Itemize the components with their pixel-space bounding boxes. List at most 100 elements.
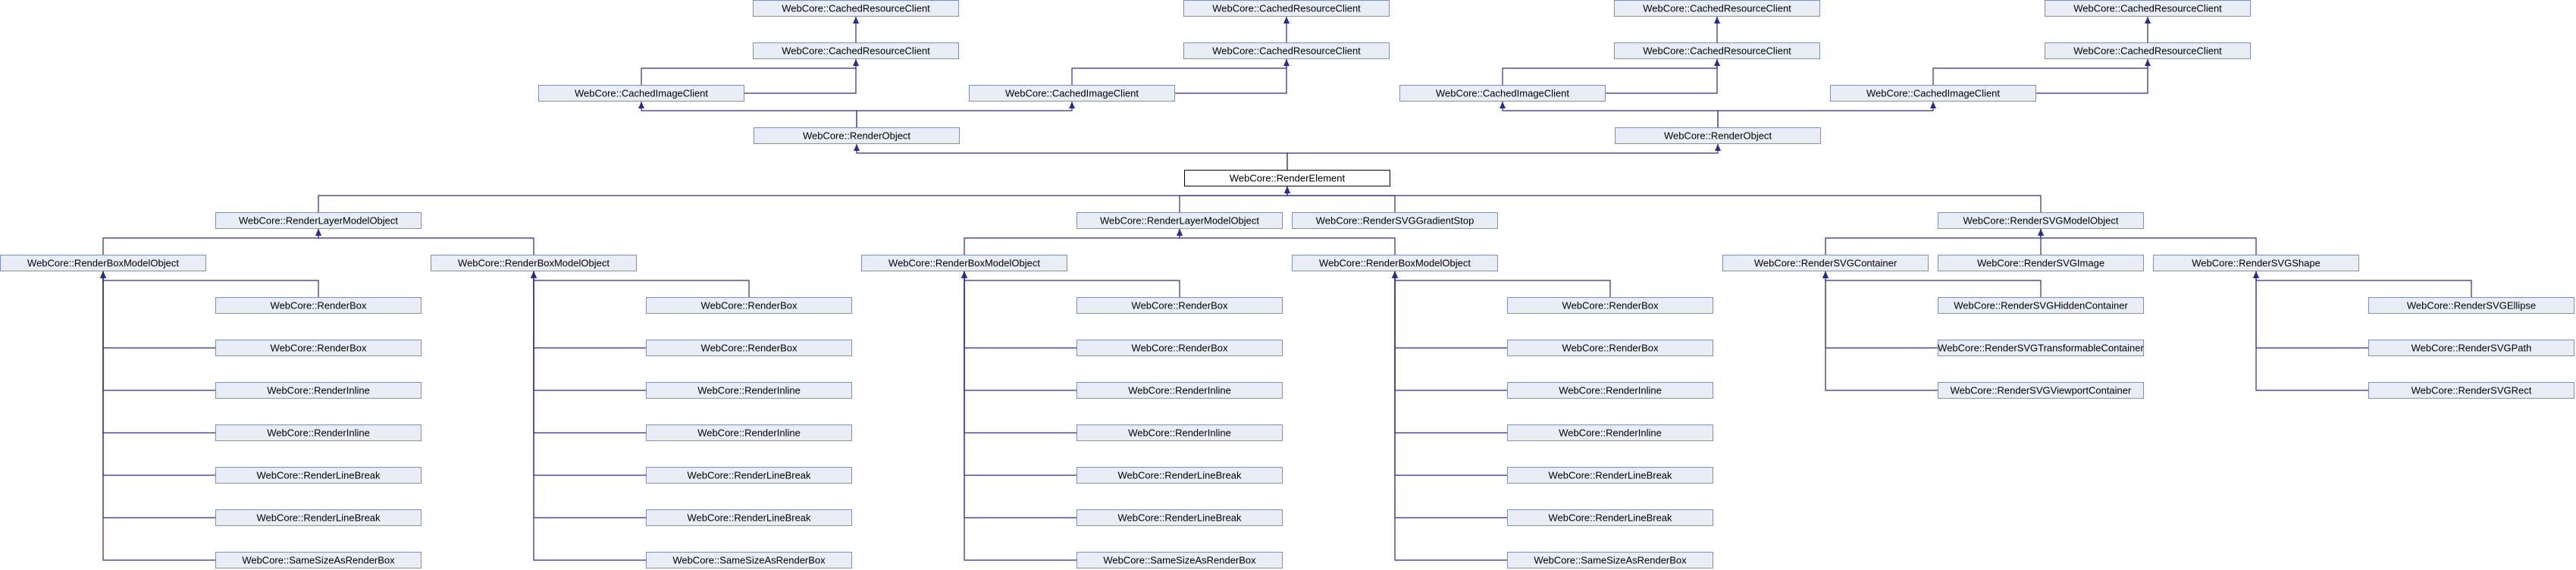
class-node-svgm[interactable]: WebCore::RenderSVGModelObject <box>1938 212 2144 229</box>
class-node-rlm1[interactable]: WebCore::RenderLayerModelObject <box>215 212 421 229</box>
class-node-box <box>1292 255 1498 271</box>
class-node-b3_7[interactable]: WebCore::SameSizeAsRenderBox <box>1076 552 1283 568</box>
inheritance-edge-bm3-to-rlm2 <box>964 229 1183 255</box>
class-node-b2_3[interactable]: WebCore::RenderInline <box>646 382 852 399</box>
inheritance-edge-ci2-to-c4 <box>1071 59 1290 85</box>
inheritance-edge-ro2-to-ci3 <box>1500 102 1719 127</box>
class-node-b4_2[interactable]: WebCore::RenderBox <box>1507 340 1713 356</box>
class-node-svgs[interactable]: WebCore::RenderSVGShape <box>2153 255 2359 271</box>
class-node-box <box>646 424 852 441</box>
class-node-b4_6[interactable]: WebCore::RenderLineBreak <box>1507 509 1713 526</box>
class-node-hc[interactable]: WebCore::RenderSVGHiddenContainer <box>1938 297 2144 314</box>
class-node-label: WebCore::CachedImageClient <box>1005 88 1139 99</box>
class-node-c6[interactable]: WebCore::CachedResourceClient <box>1614 42 1820 59</box>
class-node-c5[interactable]: WebCore::CachedResourceClient <box>1614 0 1820 17</box>
inheritance-edge-svgs-to-svgm <box>2038 229 2257 255</box>
class-node-b3_2[interactable]: WebCore::RenderBox <box>1076 340 1283 356</box>
class-node-b1_2[interactable]: WebCore::RenderBox <box>215 340 421 356</box>
class-node-box <box>1184 170 1390 186</box>
class-node-label: WebCore::CachedResourceClient <box>2073 45 2222 57</box>
class-node-box <box>1507 297 1713 314</box>
inheritance-edge-b2_3-to-bm2 <box>531 271 646 391</box>
class-node-label: WebCore::RenderSVGModelObject <box>1963 215 2119 227</box>
class-node-ci3[interactable]: WebCore::CachedImageClient <box>1399 85 1606 102</box>
class-node-b2_6[interactable]: WebCore::RenderLineBreak <box>646 509 852 526</box>
inheritance-edge-b1_7-to-bm1 <box>100 271 215 561</box>
class-node-b2_4[interactable]: WebCore::RenderInline <box>646 424 852 441</box>
class-node-b3_5[interactable]: WebCore::RenderLineBreak <box>1076 467 1283 484</box>
class-node-b3_1[interactable]: WebCore::RenderBox <box>1076 297 1283 314</box>
class-node-b2_1[interactable]: WebCore::RenderBox <box>646 297 852 314</box>
class-node-box <box>215 552 421 568</box>
inheritance-edge-b2_4-to-bm2 <box>531 271 646 434</box>
class-node-el[interactable]: WebCore::RenderSVGEllipse <box>2368 297 2574 314</box>
class-node-bm1[interactable]: WebCore::RenderBoxModelObject <box>0 255 206 271</box>
class-node-svgi[interactable]: WebCore::RenderSVGImage <box>1938 255 2144 271</box>
class-node-box <box>646 467 852 484</box>
class-node-bm4[interactable]: WebCore::RenderBoxModelObject <box>1292 255 1498 271</box>
class-node-box <box>1614 42 1820 59</box>
class-node-b2_2[interactable]: WebCore::RenderBox <box>646 340 852 356</box>
class-node-b1_1[interactable]: WebCore::RenderBox <box>215 297 421 314</box>
class-node-ci1[interactable]: WebCore::CachedImageClient <box>538 85 744 102</box>
class-node-label: WebCore::RenderInline <box>1128 428 1231 439</box>
class-node-gs[interactable]: WebCore::RenderSVGGradientStop <box>1292 212 1498 229</box>
class-node-b3_3[interactable]: WebCore::RenderInline <box>1076 382 1283 399</box>
class-node-re[interactable]: WebCore::RenderElement <box>1184 170 1390 186</box>
class-node-label: WebCore::CachedResourceClient <box>1212 45 1361 57</box>
class-node-label: WebCore::RenderInline <box>267 428 370 439</box>
class-node-label: WebCore::RenderLineBreak <box>256 470 381 481</box>
class-node-box <box>1830 85 2036 102</box>
class-node-ci4[interactable]: WebCore::CachedImageClient <box>1830 85 2036 102</box>
class-node-label: WebCore::RenderBox <box>701 343 798 354</box>
inheritance-edge-b4_4-to-bm4 <box>1392 271 1507 434</box>
class-node-b1_3[interactable]: WebCore::RenderInline <box>215 382 421 399</box>
class-node-box <box>1938 340 2144 356</box>
class-node-box <box>2045 42 2251 59</box>
class-node-box <box>1507 382 1713 399</box>
class-node-c4[interactable]: WebCore::CachedResourceClient <box>1183 42 1390 59</box>
class-node-c2[interactable]: WebCore::CachedResourceClient <box>753 42 959 59</box>
class-node-b4_1[interactable]: WebCore::RenderBox <box>1507 297 1713 314</box>
class-node-b1_4[interactable]: WebCore::RenderInline <box>215 424 421 441</box>
class-node-b4_7[interactable]: WebCore::SameSizeAsRenderBox <box>1507 552 1713 568</box>
class-node-label: WebCore::CachedResourceClient <box>1212 3 1361 14</box>
class-node-b2_7[interactable]: WebCore::SameSizeAsRenderBox <box>646 552 852 568</box>
class-node-b3_6[interactable]: WebCore::RenderLineBreak <box>1076 509 1283 526</box>
class-node-vc[interactable]: WebCore::RenderSVGViewportContainer <box>1938 382 2144 399</box>
class-node-box <box>646 382 852 399</box>
class-node-b4_5[interactable]: WebCore::RenderLineBreak <box>1507 467 1713 484</box>
class-node-bm2[interactable]: WebCore::RenderBoxModelObject <box>431 255 637 271</box>
class-node-svgc[interactable]: WebCore::RenderSVGContainer <box>1722 255 1929 271</box>
class-node-box <box>1076 212 1283 229</box>
class-node-b2_5[interactable]: WebCore::RenderLineBreak <box>646 467 852 484</box>
class-node-tc[interactable]: WebCore::RenderSVGTransformableContainer <box>1938 340 2145 356</box>
class-node-box <box>1076 340 1283 356</box>
class-node-pa[interactable]: WebCore::RenderSVGPath <box>2368 340 2574 356</box>
class-node-label: WebCore::RenderBox <box>1562 300 1659 312</box>
class-node-c3[interactable]: WebCore::CachedResourceClient <box>1183 0 1390 17</box>
class-node-b1_6[interactable]: WebCore::RenderLineBreak <box>215 509 421 526</box>
class-node-ro1[interactable]: WebCore::RenderObject <box>754 127 960 144</box>
class-node-box <box>0 255 206 271</box>
inheritance-edge-b3_1-to-bm3 <box>961 271 1180 297</box>
class-node-bm3[interactable]: WebCore::RenderBoxModelObject <box>861 255 1067 271</box>
class-node-box <box>1507 509 1713 526</box>
class-node-c1[interactable]: WebCore::CachedResourceClient <box>753 0 959 17</box>
class-node-b1_7[interactable]: WebCore::SameSizeAsRenderBox <box>215 552 421 568</box>
class-node-ci2[interactable]: WebCore::CachedImageClient <box>969 85 1175 102</box>
inheritance-edge-b1_5-to-bm1 <box>100 271 215 476</box>
class-node-rlm2[interactable]: WebCore::RenderLayerModelObject <box>1076 212 1283 229</box>
inheritance-edge-b4_7-to-bm4 <box>1392 271 1507 561</box>
class-node-label: WebCore::RenderLineBreak <box>1548 470 1672 481</box>
class-node-b4_4[interactable]: WebCore::RenderInline <box>1507 424 1713 441</box>
class-node-rc[interactable]: WebCore::RenderSVGRect <box>2368 382 2574 399</box>
class-node-ro2[interactable]: WebCore::RenderObject <box>1615 127 1821 144</box>
class-node-b3_4[interactable]: WebCore::RenderInline <box>1076 424 1283 441</box>
class-node-c7[interactable]: WebCore::CachedResourceClient <box>2045 0 2251 17</box>
class-node-b1_5[interactable]: WebCore::RenderLineBreak <box>215 467 421 484</box>
class-node-c8[interactable]: WebCore::CachedResourceClient <box>2045 42 2251 59</box>
class-node-box <box>1292 212 1498 229</box>
class-node-b4_3[interactable]: WebCore::RenderInline <box>1507 382 1713 399</box>
